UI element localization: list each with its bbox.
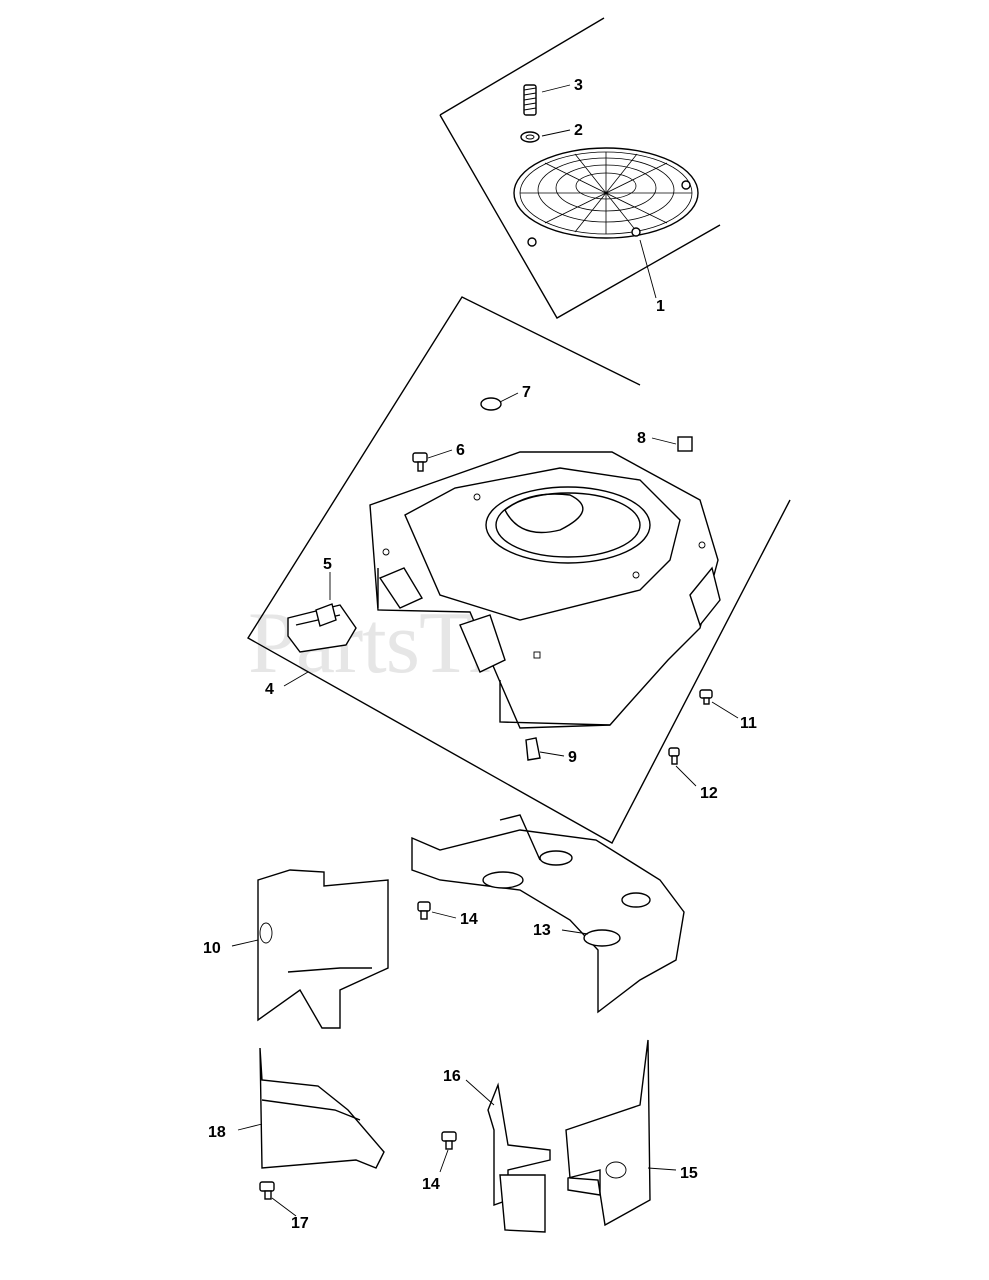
- callout-3: 3: [574, 77, 583, 94]
- callout-1: 1: [656, 298, 665, 315]
- boundary-line: [247, 296, 791, 844]
- callout-2: 2: [574, 122, 583, 139]
- retainer-part: [315, 603, 337, 627]
- bolt-part: [412, 452, 428, 472]
- clip-part: [677, 436, 693, 452]
- leader-lines: [231, 84, 739, 1217]
- washer-part: [520, 131, 540, 143]
- screw-part: [699, 689, 713, 705]
- callout-15: 15: [680, 1165, 698, 1182]
- spring-part: [523, 84, 537, 116]
- grass-screen-part: [513, 147, 699, 247]
- boundary-line: [439, 17, 605, 116]
- callout-labels: 3 2 1 7 6 8 5 4 9 11 12 10 14 13 16 18 1…: [203, 77, 757, 1232]
- callout-4: 4: [265, 681, 274, 698]
- shroud-part: [257, 869, 389, 1029]
- plug-part: [480, 397, 502, 411]
- callout-11: 11: [740, 715, 757, 732]
- callout-14: 14: [460, 911, 478, 928]
- callout-7: 7: [522, 384, 531, 401]
- callout-18: 18: [208, 1124, 226, 1141]
- callout-8: 8: [637, 430, 646, 447]
- callout-17: 17: [291, 1215, 309, 1232]
- callout-10: 10: [203, 940, 221, 957]
- callout-14: 14: [422, 1176, 440, 1193]
- boundary-line: [439, 114, 721, 319]
- screw-part: [668, 747, 680, 765]
- grass-screen-group: [439, 17, 721, 319]
- callout-12: 12: [700, 785, 718, 802]
- bolt-part: [417, 901, 431, 920]
- blower-housing-group: [247, 296, 791, 844]
- rear-shroud-part: [487, 1039, 651, 1233]
- callout-9: 9: [568, 749, 577, 766]
- cylinder-shroud-part: [411, 814, 685, 1014]
- callout-13: 13: [533, 922, 551, 939]
- bolt-part: [259, 1181, 275, 1200]
- callout-5: 5: [323, 556, 332, 573]
- clip-part: [525, 737, 541, 761]
- bolt-part: [441, 1131, 457, 1150]
- blower-housing-part: [369, 451, 721, 729]
- side-baffle-part: [259, 1047, 385, 1169]
- callout-6: 6: [456, 442, 465, 459]
- callout-16: 16: [443, 1068, 461, 1085]
